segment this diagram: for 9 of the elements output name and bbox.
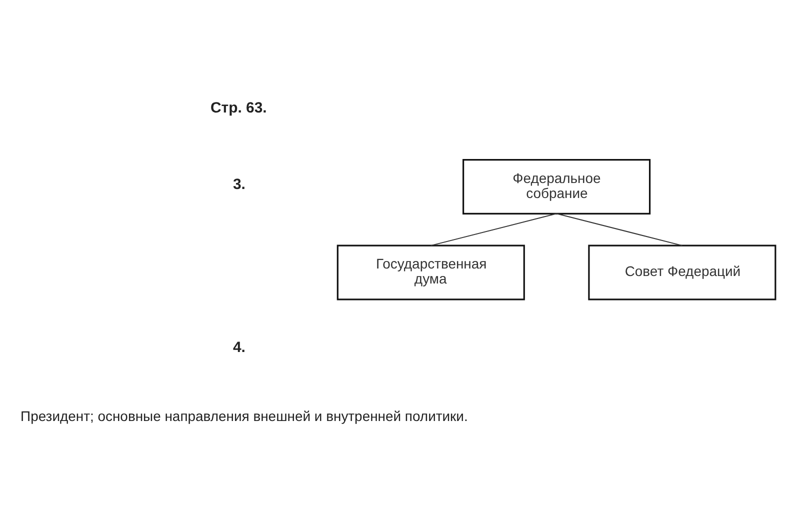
node-box: Государственная дума (336, 244, 525, 300)
label: 3. (232, 176, 246, 194)
connector (556, 213, 683, 246)
node-box: Совет Федераций (588, 244, 776, 300)
label: 4. (232, 338, 246, 356)
label: Стр. 63. (210, 99, 267, 116)
node-box: Федеральное собрание (462, 159, 651, 214)
connector (430, 213, 558, 246)
label: Президент; основные направления внешней и внутренней политики. (20, 408, 468, 424)
